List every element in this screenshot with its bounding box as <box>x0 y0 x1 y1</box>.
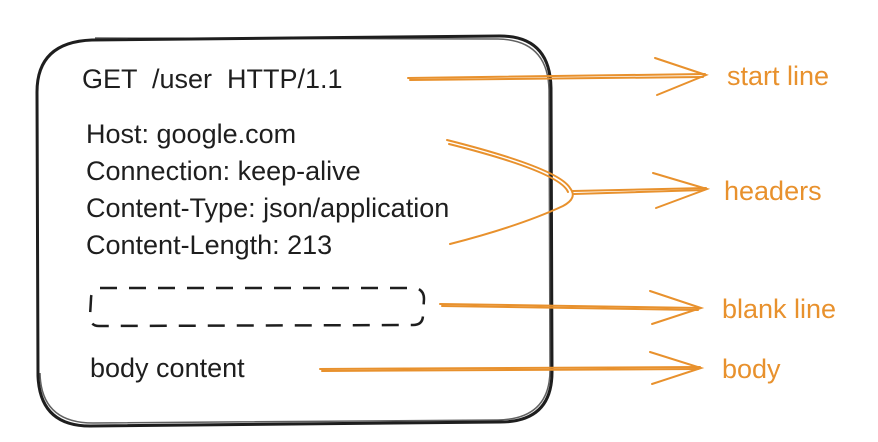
body-content-text: body content <box>90 353 245 383</box>
start-line-text: GET /user HTTP/1.1 <box>82 64 343 94</box>
blank-line-box <box>88 286 426 328</box>
headers-brace <box>446 139 711 245</box>
arrow-blank-line <box>439 290 705 325</box>
request-box <box>35 34 554 428</box>
label-blank-line: blank line <box>722 294 837 324</box>
header-line-host: Host: google.com <box>86 119 297 149</box>
arrow-start-line <box>407 57 709 96</box>
header-line-content-type: Content-Type: json/application <box>86 193 450 223</box>
request-box-sketch <box>39 37 551 424</box>
header-line-connection: Connection: keep-alive <box>86 156 361 186</box>
label-start-line: start line <box>727 61 830 91</box>
header-line-content-length: Content-Length: 213 <box>86 230 333 260</box>
label-body: body <box>722 354 781 384</box>
arrow-body <box>319 351 705 385</box>
label-headers: headers <box>724 176 822 206</box>
